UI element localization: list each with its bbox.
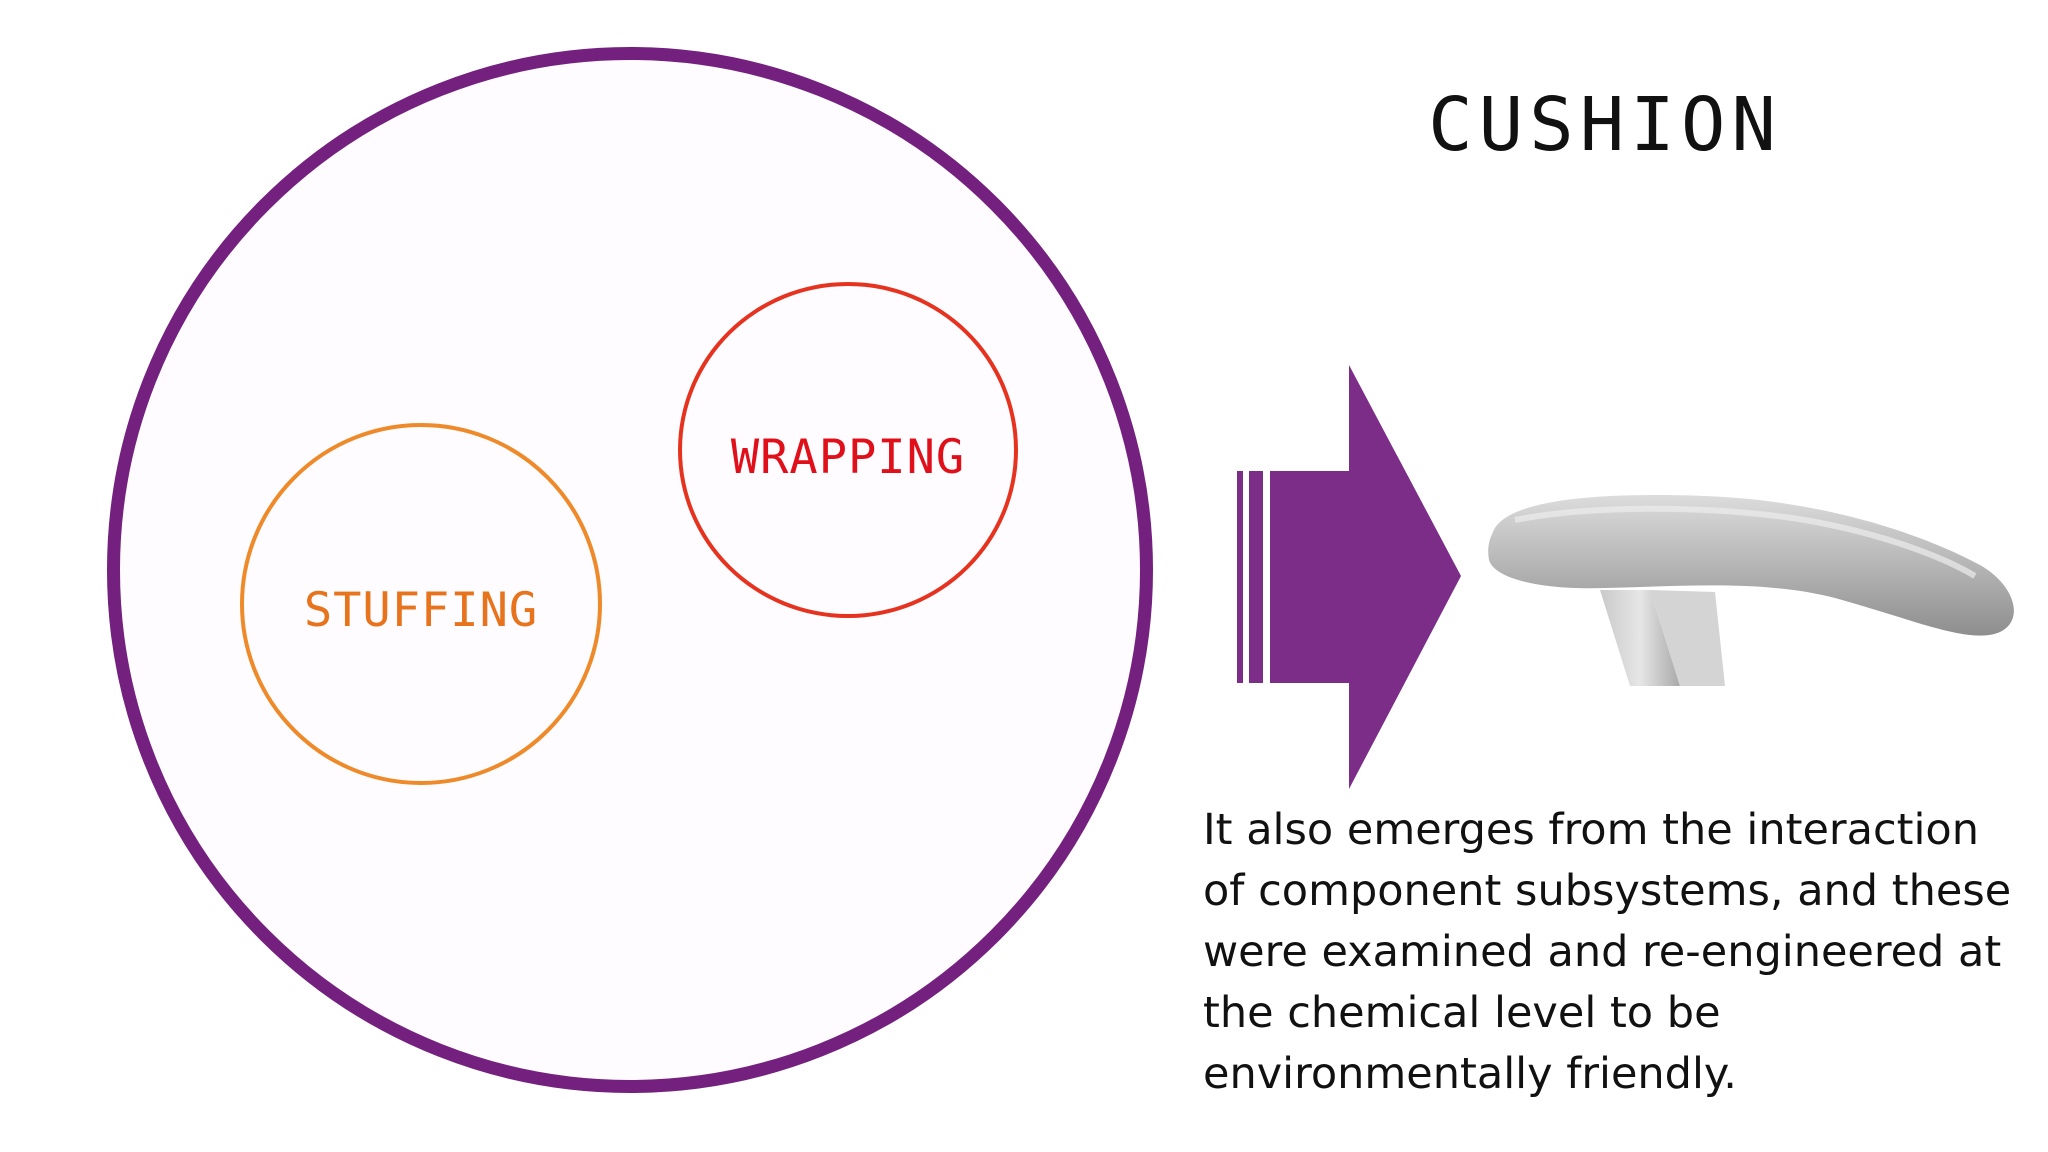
right-arrow-icon	[1237, 365, 1461, 789]
wrapping-label: WRAPPING	[730, 429, 966, 485]
stuffing-label: STUFFING	[303, 582, 539, 638]
wrapping-circle: WRAPPING	[678, 282, 1018, 618]
cushion-image	[1488, 495, 2014, 686]
stuffing-circle: STUFFING	[240, 423, 602, 785]
description-text: It also emerges from the interaction of …	[1203, 805, 2012, 1099]
slide-title: CUSHION	[1428, 82, 1782, 168]
